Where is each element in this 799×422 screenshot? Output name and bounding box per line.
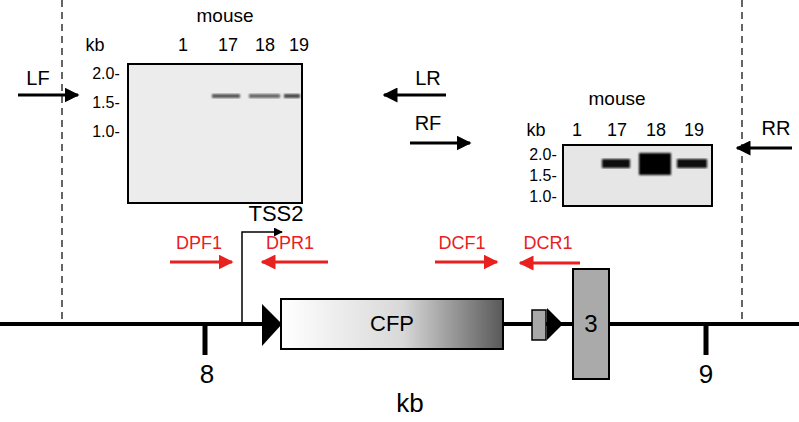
box-label: 3: [584, 312, 597, 336]
primer-name: DCF1: [438, 234, 485, 252]
size-unit: kb: [85, 36, 104, 54]
lane-number: 17: [607, 121, 627, 139]
box-label: CFP: [370, 313, 414, 335]
lane-number: 18: [646, 121, 666, 139]
lane-number: 19: [289, 36, 309, 54]
scale-number: 9: [699, 361, 713, 387]
exon-box: 3: [572, 268, 610, 380]
primer-name: RF: [415, 113, 442, 133]
lane-number: 18: [255, 36, 275, 54]
ladder-mark: 1.0-: [529, 189, 557, 205]
primer-name: DPR1: [266, 234, 314, 252]
axis-title: kb: [396, 390, 423, 416]
ladder-mark: 1.5-: [92, 95, 120, 111]
reporter-box: CFP: [280, 298, 504, 350]
primer-name: DPF1: [176, 234, 222, 252]
scale-number: 8: [200, 361, 214, 387]
lane-number: 19: [684, 121, 704, 139]
gel-heading: mouse: [588, 89, 645, 108]
ladder-mark: 1.5-: [529, 168, 557, 184]
primer-name: LR: [415, 68, 441, 88]
lane-number: 17: [218, 36, 238, 54]
ladder-mark: 1.0-: [92, 124, 120, 140]
primer-name: LF: [26, 68, 49, 88]
lane-number: 1: [572, 121, 582, 139]
promoter-label: TSS2: [248, 203, 303, 225]
primer-name: RR: [762, 118, 791, 138]
ladder-mark: 2.0-: [92, 66, 120, 82]
size-unit: kb: [526, 121, 545, 139]
lane-number: 1: [178, 36, 188, 54]
ladder-mark: 2.0-: [529, 147, 557, 163]
gel-heading: mouse: [196, 6, 253, 25]
primer-name: DCR1: [523, 234, 572, 252]
